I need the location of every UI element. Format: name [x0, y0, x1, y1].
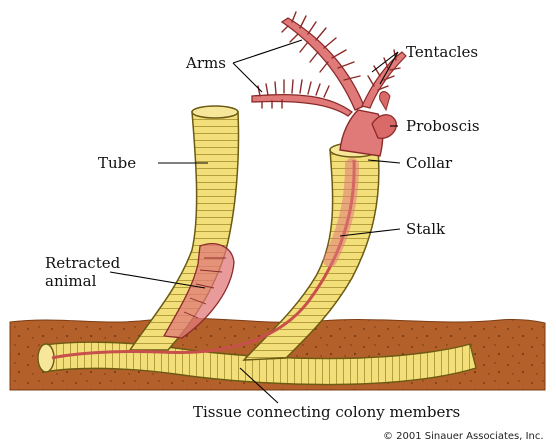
arm-upper [280, 17, 365, 111]
copyright-credit: © 2001 Sinauer Associates, Inc. [383, 431, 544, 442]
leader-lines [109, 39, 401, 404]
label-arms: Arms [186, 54, 226, 72]
label-retracted-animal-line2: animal [45, 272, 97, 290]
collar [339, 109, 384, 157]
label-stalk: Stalk [406, 220, 446, 238]
proboscis [371, 114, 397, 139]
left-tube-opening [191, 105, 239, 119]
left-tube [128, 111, 240, 351]
label-tentacles: Tentacles [406, 43, 479, 61]
label-proboscis: Proboscis [406, 117, 480, 135]
label-tube: Tube [98, 154, 137, 172]
label-retracted-animal-line1: Retracted [45, 254, 121, 272]
label-collar: Collar [406, 154, 453, 172]
retracted-animal [162, 243, 235, 339]
tube-end-left [37, 343, 55, 373]
arm-lower [251, 93, 353, 117]
label-tissue: Tissue connecting colony members [193, 403, 461, 421]
